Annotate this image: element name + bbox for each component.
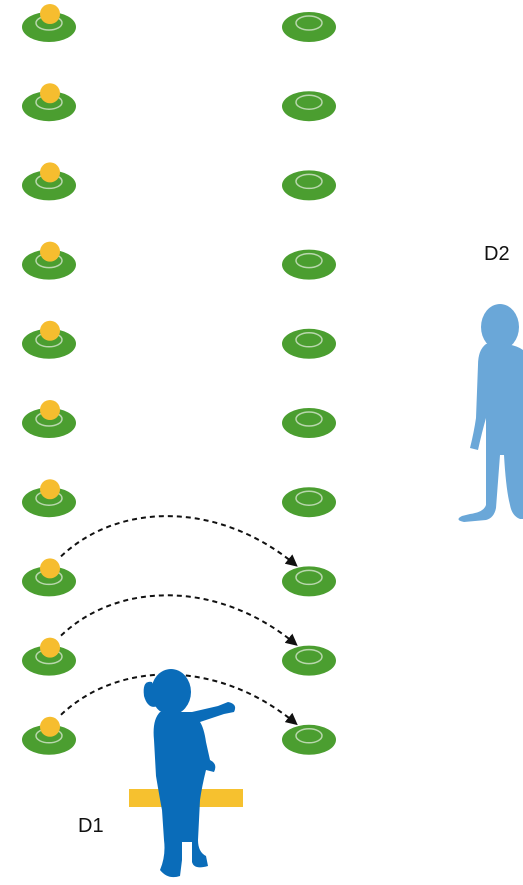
ball-icon — [40, 400, 60, 420]
girl-silhouette-icon — [143, 669, 236, 878]
empty-cone-icon — [282, 487, 336, 518]
cone-with-ball-icon — [22, 558, 76, 597]
ball-icon — [40, 83, 60, 104]
empty-cone-icon — [282, 408, 336, 438]
cone-with-ball-icon — [22, 241, 76, 280]
ball-icon — [40, 716, 60, 737]
empty-cone-icon — [282, 249, 336, 280]
cone-with-ball-icon — [22, 716, 76, 755]
cone-with-ball-icon — [22, 637, 76, 676]
ball-icon — [40, 4, 60, 24]
ball-icon — [40, 162, 60, 183]
empty-cone-icon — [282, 724, 336, 755]
ball-icon — [40, 637, 60, 658]
cone-with-ball-icon — [22, 4, 76, 42]
cone-with-ball-icon — [22, 479, 76, 518]
left-cone-column — [22, 4, 76, 755]
child-two-label: D2 — [484, 243, 510, 265]
right-cone-column — [282, 12, 336, 755]
empty-cone-icon — [282, 12, 336, 42]
ball-icon — [40, 241, 60, 262]
ball-icon — [40, 558, 60, 579]
cone-with-ball-icon — [22, 320, 76, 359]
cone-with-ball-icon — [22, 400, 76, 438]
cone-with-ball-icon — [22, 83, 76, 122]
empty-cone-icon — [282, 566, 336, 597]
cone-with-ball-icon — [22, 162, 76, 201]
ball-icon — [40, 479, 60, 500]
dashed-curved-arrow-icon — [60, 594, 298, 646]
child-one-label: D1 — [78, 815, 104, 837]
empty-cone-icon — [282, 91, 336, 122]
empty-cone-icon — [282, 645, 336, 676]
empty-cone-icon — [282, 170, 336, 201]
dashed-curved-arrow-icon — [60, 515, 298, 567]
empty-cone-icon — [282, 328, 336, 359]
ball-icon — [40, 320, 60, 341]
boy-silhouette-icon — [458, 304, 523, 522]
